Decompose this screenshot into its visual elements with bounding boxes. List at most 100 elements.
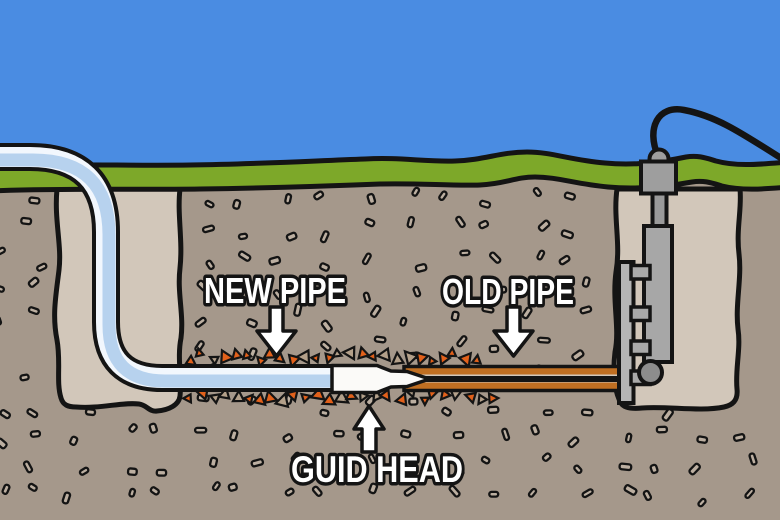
new-pipe-body <box>0 153 341 388</box>
soil-speckles <box>0 186 758 508</box>
soil-speck <box>536 336 551 344</box>
soil-speck <box>290 451 302 463</box>
soil-speck <box>642 489 653 502</box>
soil-speck <box>450 310 460 322</box>
debris-fragment <box>331 347 344 358</box>
debris-fragment <box>255 355 268 369</box>
debris-fragment <box>419 396 431 408</box>
soil-speck <box>27 306 40 316</box>
new-pipe-down-arrow <box>255 305 298 358</box>
soil-speck <box>455 215 466 229</box>
soil-speck <box>581 276 591 288</box>
soil-speck <box>732 433 746 442</box>
machine-cable <box>650 106 780 162</box>
debris-fragment <box>308 385 326 401</box>
debris-fragment <box>375 346 392 363</box>
soil-speck <box>249 282 260 294</box>
debris-fragment <box>194 346 206 359</box>
soil-speck <box>438 190 448 202</box>
debris-fragment <box>438 351 452 367</box>
soil-speck <box>655 425 669 434</box>
soil-speck <box>399 316 408 327</box>
soil-speck <box>20 216 33 226</box>
soil-speck <box>272 289 283 301</box>
soil-speck <box>406 215 416 229</box>
grass-strip <box>0 149 780 194</box>
soil-speck <box>478 199 492 209</box>
soil-speck <box>320 340 332 352</box>
soil-speck <box>282 433 294 444</box>
soil-speck <box>204 199 215 209</box>
old-pipe-down-arrow <box>492 305 535 358</box>
debris-fragment <box>377 387 391 403</box>
soil-speck <box>320 319 333 333</box>
soil-speck <box>450 276 461 285</box>
soil-speck <box>26 408 39 419</box>
guide-head-label: GUID HEAD <box>291 449 463 490</box>
soil-speck <box>412 285 422 298</box>
debris-fragment <box>207 355 221 367</box>
soil-speck <box>84 408 97 417</box>
soil-speck <box>319 230 330 244</box>
soil-speck <box>527 487 538 498</box>
soil-speck <box>194 316 207 328</box>
soil-speck <box>532 187 543 198</box>
soil-speck <box>0 437 8 450</box>
soil-speck <box>333 429 345 438</box>
debris-fragment <box>263 388 280 405</box>
debris-fragment <box>241 347 254 361</box>
soil <box>0 177 780 520</box>
soil-speck <box>455 465 465 477</box>
soil-speck <box>22 460 34 474</box>
soil-speck <box>361 252 372 266</box>
soil-speck <box>319 262 331 272</box>
debris-fragment <box>251 391 267 407</box>
soil-speck <box>696 435 709 444</box>
soil-speck <box>227 482 238 492</box>
soil-speck <box>364 217 376 228</box>
soil-speck <box>367 453 377 465</box>
soil-speck <box>403 485 417 497</box>
soil-speck <box>542 409 554 417</box>
soil-speck <box>205 259 215 271</box>
soil-speck <box>414 263 428 273</box>
soil-speck <box>528 284 541 292</box>
soil-speck <box>368 482 379 495</box>
soil-speck <box>293 302 303 317</box>
guide-head <box>330 363 432 395</box>
soil-speck <box>313 190 325 201</box>
frame-rung <box>629 263 652 281</box>
soil-speck <box>567 436 580 449</box>
soil-speck <box>193 426 208 434</box>
soil-speck <box>284 487 295 497</box>
soil-speck <box>558 254 571 266</box>
frame-rung <box>629 305 652 323</box>
soil-speck <box>395 470 409 478</box>
soil-speck <box>19 373 30 382</box>
soil-speck <box>480 455 491 465</box>
soil-speck <box>0 246 6 256</box>
soil-speck <box>201 224 216 234</box>
debris-fragment <box>230 346 245 362</box>
soil-speck <box>285 231 298 242</box>
soil-speck <box>560 229 575 240</box>
soil-speck <box>245 318 258 329</box>
soil-speck <box>688 462 701 476</box>
soil-speck <box>369 304 382 318</box>
soil-speck <box>29 430 42 438</box>
soil-speck <box>649 463 659 475</box>
soil-speck <box>128 423 138 433</box>
soil-speck <box>208 456 219 468</box>
soil-speck <box>486 405 500 415</box>
soil-speck <box>536 249 546 261</box>
soil-speck <box>311 485 323 497</box>
soil-speck <box>250 458 265 468</box>
debris-fragment <box>273 391 290 409</box>
soil-speck <box>400 429 412 439</box>
debris-fragment <box>463 391 478 405</box>
soil-speck <box>618 462 633 472</box>
soil-speck <box>312 465 323 474</box>
soil-speck <box>284 193 293 205</box>
soil-speck <box>573 464 583 475</box>
soil-speck <box>0 315 3 327</box>
